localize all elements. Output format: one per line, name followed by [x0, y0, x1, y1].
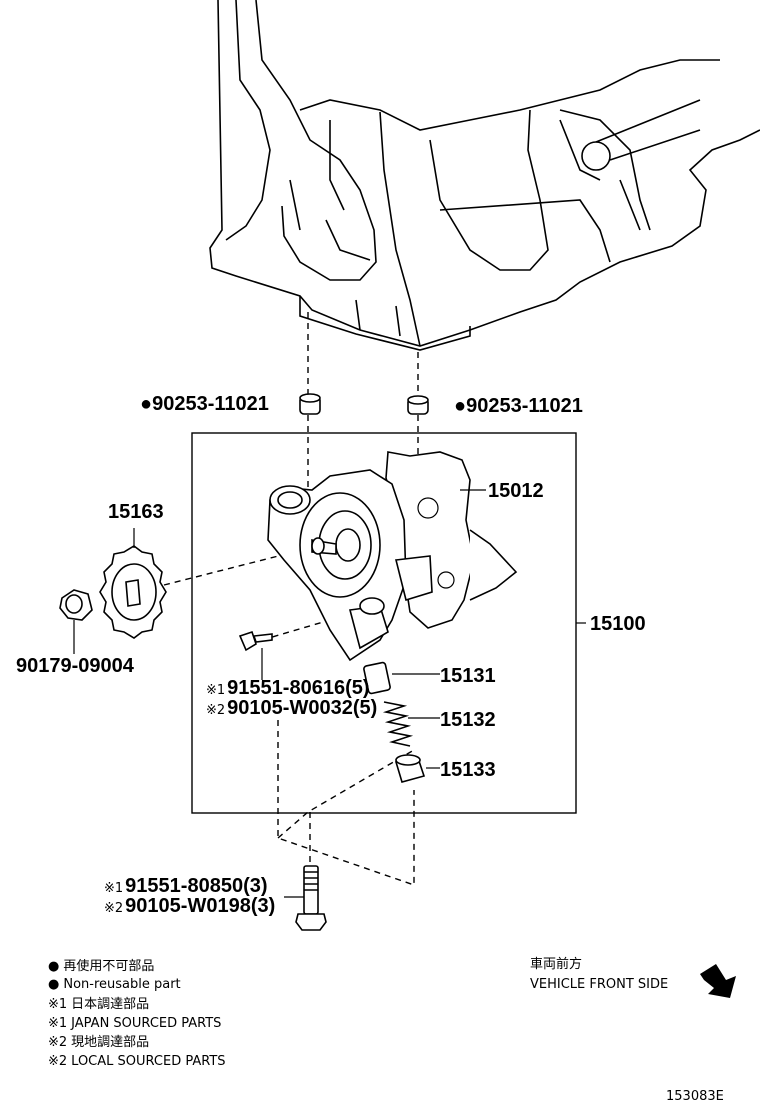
label-15163: 15163 — [108, 501, 164, 523]
hex-nut — [59, 589, 93, 621]
engine-block-illustration — [209, 0, 760, 351]
figure-code: 153083E — [666, 1089, 724, 1104]
label-15133: 15133 — [440, 759, 496, 781]
label-15012: 15012 — [488, 480, 544, 502]
direction-label-en: VEHICLE FRONT SIDE — [530, 977, 668, 992]
label-15131: 15131 — [440, 665, 496, 687]
relief-valve-plug — [394, 754, 426, 783]
drive-sprocket — [99, 545, 167, 639]
label-15100: 15100 — [590, 613, 646, 635]
legend-nonreusable-en: ●Non-reusable part — [48, 977, 181, 992]
front-direction-arrow-icon — [700, 964, 736, 998]
legend-nonreusable-jp: ●再使用不可部品 — [48, 958, 154, 974]
oil-pump-assembly — [267, 451, 518, 662]
label-dowel-left: ●90253-11021 — [140, 393, 269, 415]
leader-lines — [73, 489, 586, 898]
dowel-pin-left — [299, 393, 321, 415]
pump-bolt — [238, 630, 273, 652]
direction-label-jp: 車両前方 — [530, 956, 582, 972]
label-15132: 15132 — [440, 709, 496, 731]
relief-valve-spring — [382, 701, 414, 747]
dowel-pin-right — [407, 395, 429, 415]
long-bolt — [295, 865, 327, 931]
label-90179: 90179-09004 — [16, 655, 135, 677]
label-dowel-right: ●90253-11021 — [454, 395, 583, 417]
relief-valve-piston — [363, 661, 391, 695]
